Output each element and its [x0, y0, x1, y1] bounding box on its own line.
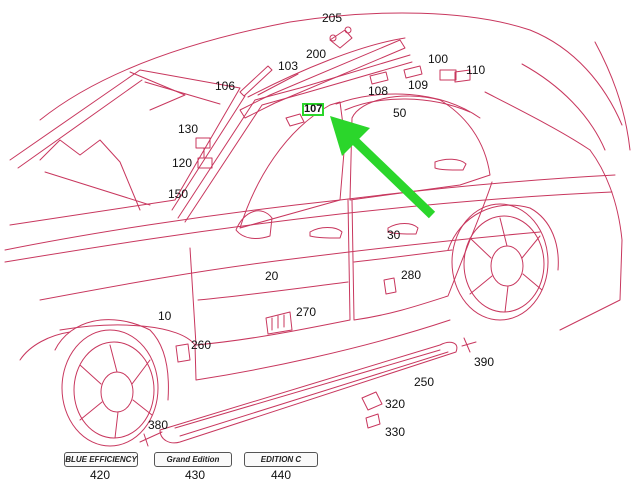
label-380: 380 — [148, 418, 169, 432]
label-103: 103 — [278, 59, 299, 73]
label-330: 330 — [385, 425, 406, 439]
label-205: 205 — [322, 11, 343, 25]
label-150: 150 — [168, 187, 189, 201]
part-380-bolt — [139, 431, 163, 447]
label-430: 430 — [185, 468, 206, 482]
label-30: 30 — [387, 228, 401, 242]
part-108-clip — [369, 71, 389, 85]
label-260: 260 — [191, 338, 212, 352]
badge-grand-edition: Grand Edition — [154, 452, 232, 467]
label-50: 50 — [393, 106, 407, 120]
label-10: 10 — [158, 309, 172, 323]
label-420: 420 — [90, 468, 111, 482]
part-320-clip — [361, 391, 383, 411]
label-270: 270 — [296, 305, 317, 319]
roof-outline — [39, 12, 623, 126]
label-110: 110 — [466, 63, 486, 77]
label-280: 280 — [401, 268, 422, 282]
label-390: 390 — [474, 355, 495, 369]
label-250: 250 — [414, 375, 435, 389]
part-103-strip — [257, 73, 299, 96]
part-280-clip — [383, 277, 397, 295]
front-wheel — [61, 329, 159, 447]
badge-edition-c: EDITION C — [244, 452, 318, 467]
label-120: 120 — [172, 156, 193, 170]
part-260-clip — [175, 343, 191, 363]
label-320: 320 — [385, 397, 406, 411]
label-200: 200 — [306, 47, 327, 61]
label-100: 100 — [428, 52, 449, 66]
roof-rail — [239, 39, 406, 119]
front-window — [239, 101, 346, 229]
part-390-bolt — [461, 337, 477, 353]
rear-door — [351, 181, 493, 321]
part-110-clip — [454, 69, 471, 83]
a-pillar-trim — [177, 54, 411, 219]
label-108: 108 — [368, 84, 389, 98]
part-109-clip — [403, 65, 423, 79]
label-109: 109 — [408, 78, 429, 92]
part-107-clip — [285, 113, 305, 127]
part-120-clip — [197, 157, 213, 169]
body-line — [4, 174, 616, 251]
part-130-clip — [195, 137, 211, 149]
badge-blue-efficiency: BLUE EFFICIENCY — [64, 452, 138, 467]
part-205-clip — [329, 29, 353, 49]
label-130: 130 — [178, 122, 199, 136]
part-106-strip — [239, 65, 273, 97]
front-door — [189, 199, 351, 346]
label-440: 440 — [271, 468, 292, 482]
part-330-pin — [365, 413, 381, 429]
label-106: 106 — [215, 79, 236, 93]
rear-wheel — [451, 203, 549, 321]
side-mirror — [235, 210, 273, 239]
part-270-handle — [265, 311, 293, 335]
label-20: 20 — [265, 269, 279, 283]
label-107-highlighted: 107 — [302, 103, 324, 116]
side-skirt — [159, 341, 458, 444]
windshield — [9, 69, 241, 226]
